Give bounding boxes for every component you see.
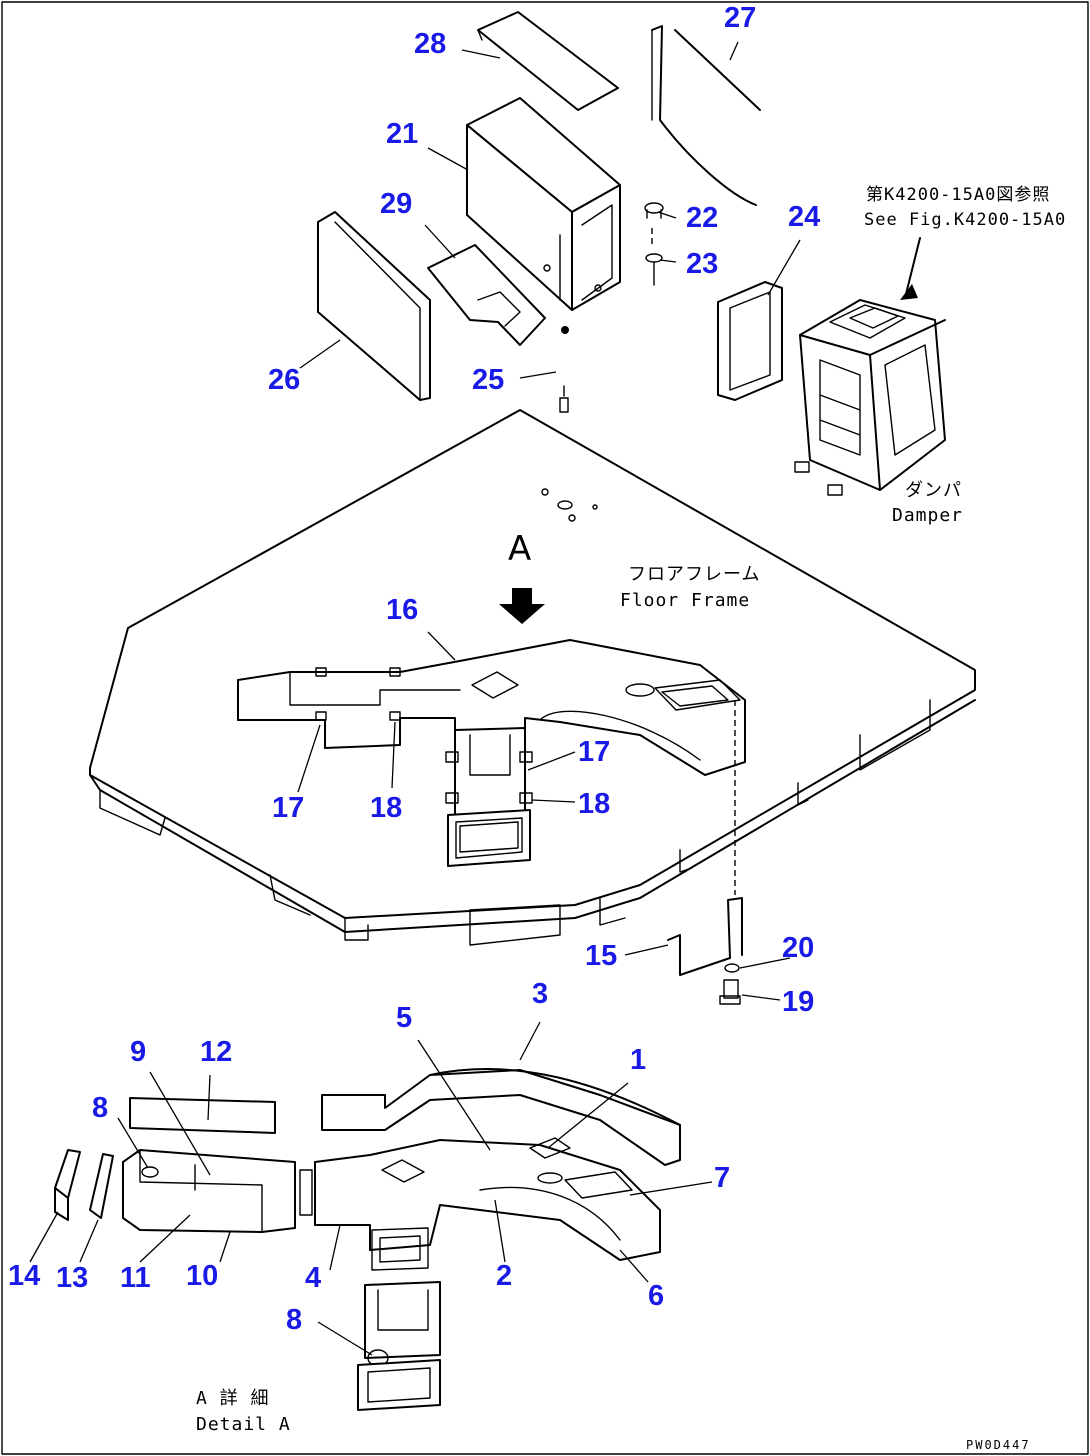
part-28-strip <box>477 11 619 111</box>
part-24-gasket <box>717 281 783 401</box>
part-27-panel <box>651 25 761 206</box>
detail-duct-10-11 <box>122 1149 296 1233</box>
callout-29: 29 <box>380 188 413 220</box>
detail-part-1-pad <box>529 1137 571 1159</box>
drawing-code: PW0D447 <box>966 1438 1031 1452</box>
mounted-duct-assembly <box>237 639 746 867</box>
callout-23: 23 <box>686 248 719 280</box>
detail-duct-3 <box>321 1068 681 1166</box>
part-15-stay <box>667 700 743 976</box>
callout-15: 15 <box>585 940 618 972</box>
callout-5: 5 <box>396 1002 413 1034</box>
part-20-washer <box>724 963 740 973</box>
part-29-bracket <box>427 244 546 346</box>
callout-8-lower: 8 <box>286 1304 303 1336</box>
callout-4: 4 <box>305 1262 322 1294</box>
callout-12: 12 <box>200 1036 233 1068</box>
callout-28: 28 <box>414 28 447 60</box>
part-22-23-fasteners <box>644 202 664 286</box>
callout-13: 13 <box>56 1262 89 1294</box>
callout-27: 27 <box>724 2 757 34</box>
detail-a-label-en: Detail A <box>196 1414 291 1435</box>
detail-duct-2-5 <box>299 1139 661 1271</box>
callout-17-right: 17 <box>578 736 611 768</box>
callout-17-left: 17 <box>272 792 305 824</box>
damper-label-jp: ダンパ <box>905 480 962 501</box>
part-25-bolt <box>559 385 569 413</box>
leader-lines <box>29 41 801 1356</box>
part-19-bolt <box>719 979 741 1005</box>
callout-16: 16 <box>386 594 419 626</box>
see-fig-note-jp: 第K4200-15A0図参照 <box>866 185 1051 205</box>
callout-21: 21 <box>386 118 419 150</box>
damper-unit <box>794 237 946 496</box>
detail-part-12-plate <box>129 1097 276 1134</box>
callout-14: 14 <box>8 1260 41 1292</box>
part-26-side-panel <box>317 211 431 401</box>
callout-11: 11 <box>120 1262 151 1294</box>
callout-19: 19 <box>782 986 815 1018</box>
callout-6: 6 <box>648 1280 665 1312</box>
callout-1: 1 <box>630 1044 647 1076</box>
detail-parts-13-14 <box>54 1149 114 1221</box>
callout-25: 25 <box>472 364 505 396</box>
callout-22: 22 <box>686 202 719 234</box>
callout-18-right: 18 <box>578 788 611 820</box>
callout-10: 10 <box>186 1260 219 1292</box>
view-a-letter: A <box>508 529 532 569</box>
callout-9: 9 <box>130 1036 147 1068</box>
detail-lower-duct <box>357 1281 441 1411</box>
view-arrow-a <box>499 588 545 624</box>
detail-a-label-jp: A 詳 細 <box>196 1388 270 1409</box>
callout-20: 20 <box>782 932 815 964</box>
callout-26: 26 <box>268 364 301 396</box>
callout-2: 2 <box>496 1260 513 1292</box>
damper-label-en: Damper <box>892 505 964 526</box>
part-21-cover-box <box>466 97 621 334</box>
floor-frame-label-jp: フロアフレーム <box>628 564 761 585</box>
see-fig-note-en: See Fig.K4200-15A0 <box>864 210 1067 230</box>
callout-8-upper: 8 <box>92 1092 109 1124</box>
callout-3: 3 <box>532 978 549 1010</box>
callout-24: 24 <box>788 201 821 233</box>
callout-18-left: 18 <box>370 792 403 824</box>
floor-frame-label-en: Floor Frame <box>620 590 751 611</box>
callout-7: 7 <box>714 1162 731 1194</box>
